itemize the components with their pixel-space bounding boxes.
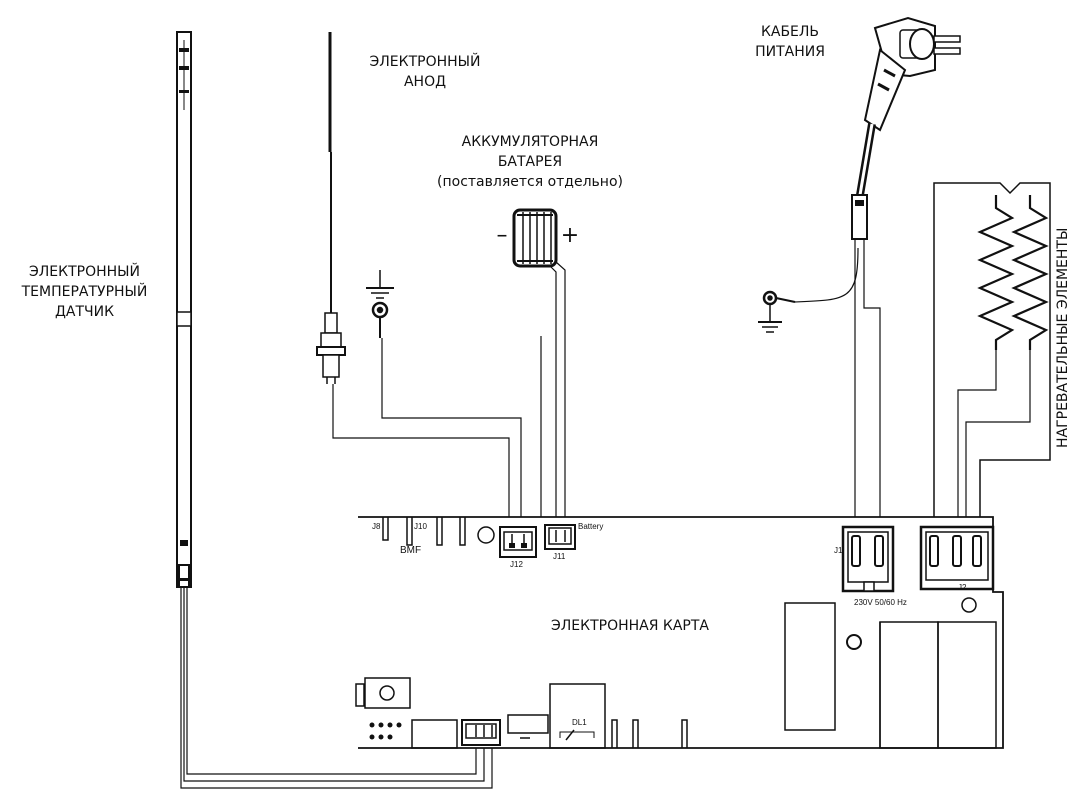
power-cable-label-line1: КАБЕЛЬ bbox=[760, 24, 820, 40]
j12-mark: J12 bbox=[510, 560, 523, 569]
electronic-anode bbox=[317, 32, 345, 384]
anode-label-line2: АНОД bbox=[403, 74, 447, 90]
heating-elements bbox=[934, 183, 1050, 528]
power-plug bbox=[865, 18, 960, 130]
battery-wires bbox=[541, 262, 565, 528]
battery bbox=[514, 210, 556, 266]
electronic-board bbox=[356, 517, 1003, 748]
voltage-mark: 230V 50/60 Hz bbox=[854, 598, 907, 607]
j2-mark: J2 bbox=[958, 583, 967, 592]
anode-label: ЭЛЕКТРОННЫЙ АНОД bbox=[345, 52, 505, 92]
sensor-cable bbox=[181, 587, 492, 788]
j1-mark: J1 bbox=[834, 546, 843, 555]
dl1-mark: DL1 bbox=[572, 718, 587, 727]
temperature-sensor-label-line3: ДАТЧИК bbox=[54, 304, 115, 320]
battery-label-line2: БАТАРЕЯ bbox=[497, 154, 563, 170]
power-cable-label-line2: ПИТАНИЯ bbox=[755, 44, 825, 60]
temperature-sensor-label: ЭЛЕКТРОННЫЙ ТЕМПЕРАТУРНЫЙ ДАТЧИК bbox=[2, 262, 167, 322]
temperature-sensor-label-line1: ЭЛЕКТРОННЫЙ bbox=[29, 264, 140, 280]
anode-wire bbox=[333, 384, 509, 528]
temperature-sensor bbox=[177, 32, 191, 587]
anode-ground bbox=[366, 270, 521, 528]
j11-mark: J11 bbox=[553, 552, 566, 561]
battery-label-line3: (поставляется отдельно) bbox=[437, 174, 623, 190]
j10-mark: J10 bbox=[414, 522, 427, 531]
battery-plus-sign: + bbox=[560, 223, 580, 248]
temperature-sensor-label-line2: ТЕМПЕРАТУРНЫЙ bbox=[21, 284, 148, 300]
battery-tag: Battery bbox=[578, 522, 604, 531]
heating-elements-label: НАГРЕВАТЕЛЬНЫЕ ЭЛЕМЕНТЫ bbox=[1055, 227, 1071, 448]
battery-minus-sign: – bbox=[496, 223, 508, 248]
bmf-mark: BMF bbox=[400, 545, 422, 556]
j8-mark: J8 bbox=[372, 522, 381, 531]
battery-label-line1: АККУМУЛЯТОРНАЯ bbox=[461, 134, 599, 150]
power-ground bbox=[758, 292, 795, 332]
power-cable bbox=[795, 124, 880, 528]
power-cable-label: КАБЕЛЬ ПИТАНИЯ bbox=[740, 22, 840, 62]
board-label: ЭЛЕКТРОННАЯ КАРТА bbox=[551, 618, 709, 634]
anode-label-line1: ЭЛЕКТРОННЫЙ bbox=[369, 54, 481, 70]
battery-label: АККУМУЛЯТОРНАЯ БАТАРЕЯ (поставляется отд… bbox=[420, 132, 640, 192]
